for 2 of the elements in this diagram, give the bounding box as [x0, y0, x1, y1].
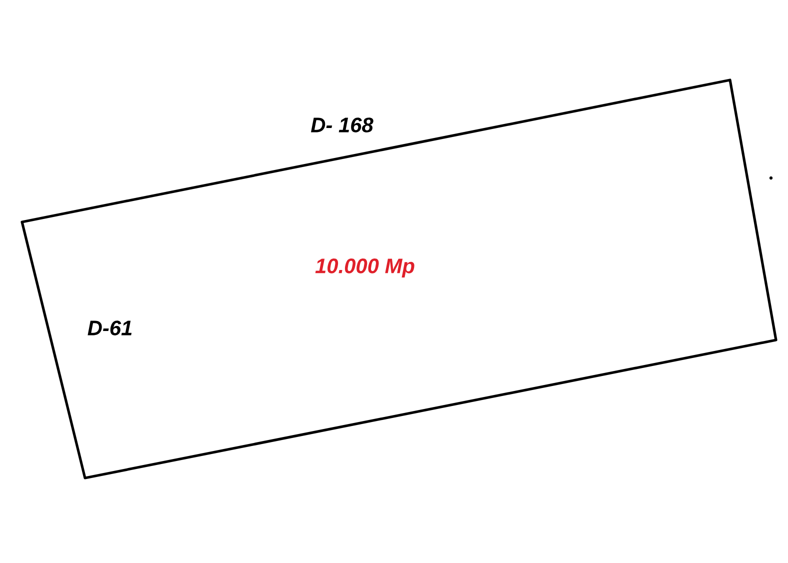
side-label: D- 168 — [310, 118, 374, 132]
side-label: D-61 — [88, 320, 132, 336]
